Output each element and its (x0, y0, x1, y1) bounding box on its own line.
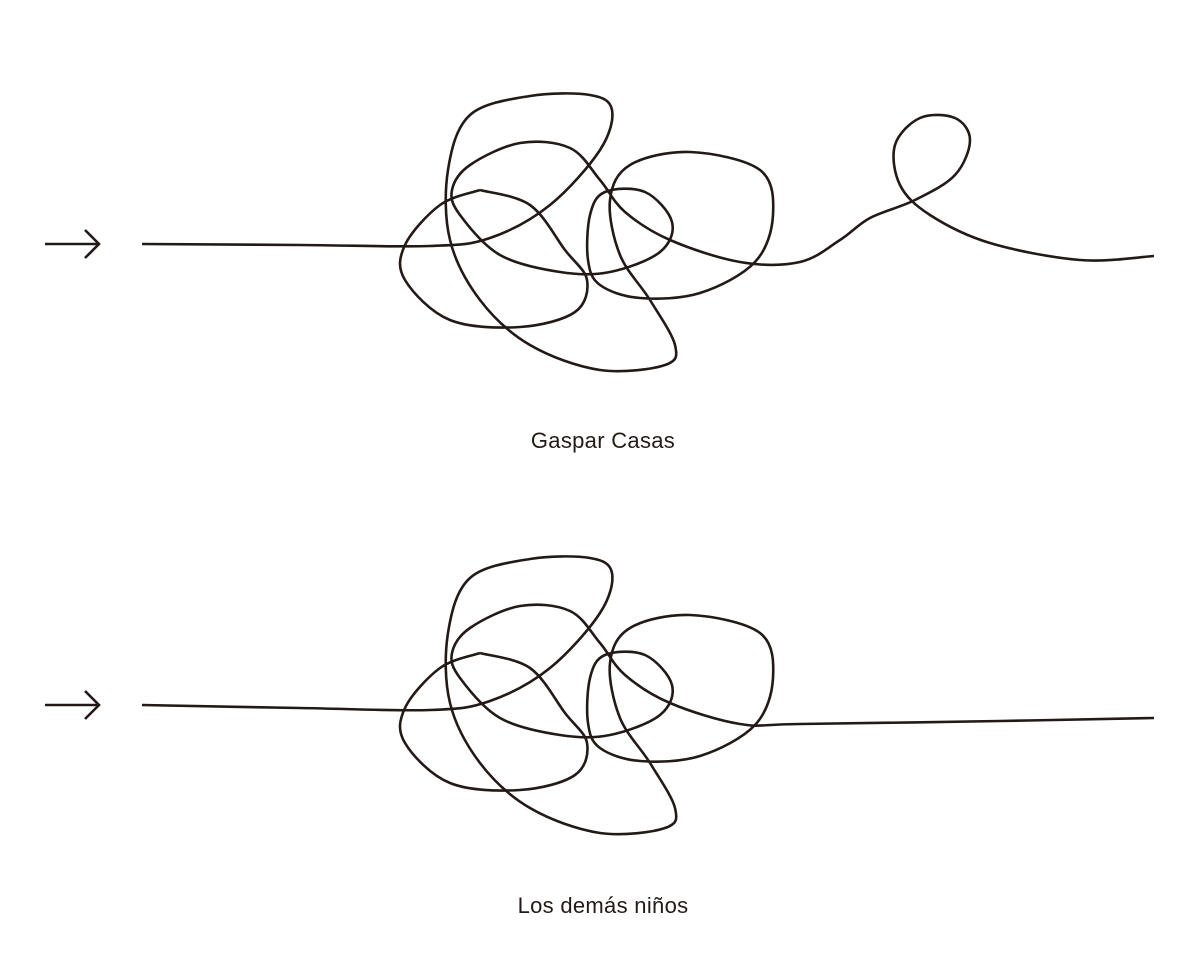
tangle-line-gaspar-casas (141, 92, 1155, 373)
arrow-right-icon (45, 229, 101, 259)
arrow-right-icon (45, 690, 101, 720)
tangle-inner-loop (398, 188, 589, 329)
tangle-inner-loop (398, 651, 589, 792)
caption-los-demas-ninos: Los demás niños (517, 893, 689, 918)
tangle-line-los-demas-ninos (141, 555, 1155, 836)
caption-gaspar-casas: Gaspar Casas (530, 428, 676, 453)
